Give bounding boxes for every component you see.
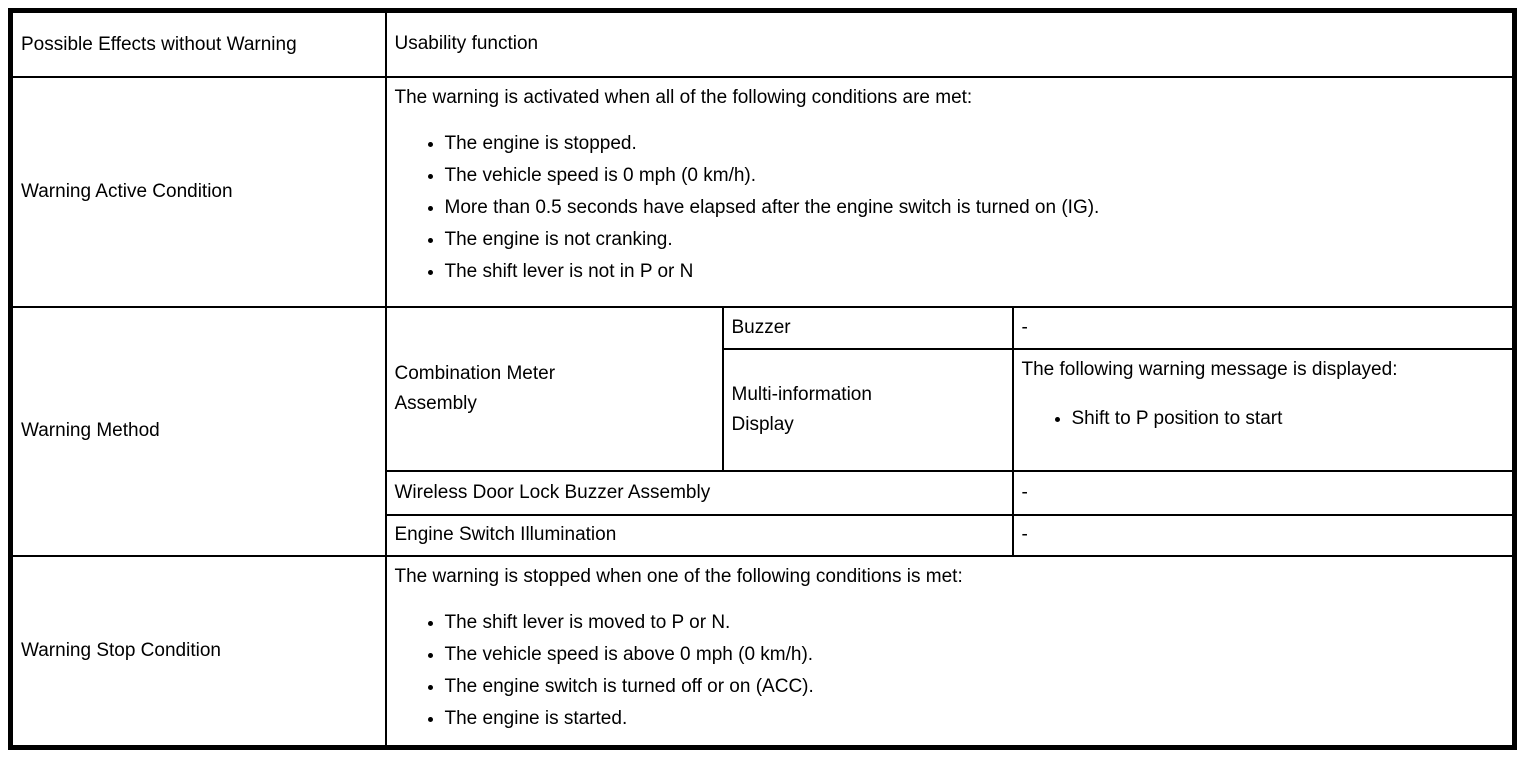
warning-method-label-cell: Warning Method [9,305,387,557]
wireless-label-cell: Wireless Door Lock Buzzer Assembly [384,469,1014,516]
warning-stop-bullet-list: The shift lever is moved to P or N. The … [395,607,1505,735]
buzzer-value: - [1021,316,1028,338]
possible-effects-value: Usability function [394,33,539,55]
warning-active-bullet-list: The engine is stopped. The vehicle speed… [395,128,1505,288]
bullet-item: The shift lever is moved to P or N. [445,607,1505,639]
possible-effects-label-cell: Possible Effects without Warning [9,9,387,78]
warning-active-intro: The warning is activated when all of the… [394,86,973,108]
warning-stop-intro: The warning is stopped when one of the f… [394,565,963,587]
wireless-label: Wireless Door Lock Buzzer Assembly [394,481,711,503]
combination-meter-label: Combination Meter Assembly [394,362,556,414]
buzzer-value-cell: - [1011,305,1516,350]
mid-label-cell: Multi-information Display [721,347,1014,472]
bullet-item: The engine is stopped. [445,128,1505,160]
engine-switch-value: - [1021,524,1028,545]
bullet-item: More than 0.5 seconds have elapsed after… [445,192,1505,224]
row-warning-method-buzzer: Warning Method Combination Meter Assembl… [9,305,1516,557]
possible-effects-label: Possible Effects without Warning [21,33,297,55]
row-possible-effects: Possible Effects without Warning Usabili… [9,9,1516,78]
engine-switch-value-cell: - [1011,513,1516,557]
bullet-item: The engine switch is turned off or on (A… [445,671,1505,703]
row-warning-active-condition: Warning Active Condition The warning is … [9,75,1516,308]
bullet-item: The shift lever is not in P or N [445,256,1505,288]
row-warning-method-engine-switch: Engine Switch Illumination - [11,513,1516,557]
mid-bullet-list: Shift to P position to start [1022,403,1505,435]
warning-stop-label: Warning Stop Condition [21,639,221,661]
warning-active-label: Warning Active Condition [21,180,233,202]
wireless-value: - [1021,481,1028,503]
mid-label: Multi-information Display [731,383,872,435]
warning-active-content-cell: The warning is activated when all of the… [384,75,1516,308]
warning-method-label: Warning Method [21,420,160,441]
mid-intro: The following warning message is display… [1021,358,1398,380]
bullet-item: Shift to P position to start [1072,403,1505,435]
warning-stop-label-cell: Warning Stop Condition [9,554,387,749]
mid-content-cell: The following warning message is display… [1011,347,1516,472]
bullet-item: The vehicle speed is 0 mph (0 km/h). [445,160,1505,192]
bullet-item: The engine is not cranking. [445,224,1505,256]
warning-spec-table: Possible Effects without Warning Usabili… [8,8,1517,750]
buzzer-label: Buzzer [731,316,791,338]
warning-stop-content-cell: The warning is stopped when one of the f… [384,554,1516,749]
wireless-value-cell: - [1011,469,1516,516]
bullet-item: The vehicle speed is above 0 mph (0 km/h… [445,639,1505,671]
buzzer-label-cell: Buzzer [721,305,1014,350]
row-warning-stop-condition: Warning Stop Condition The warning is st… [9,554,1516,749]
warning-active-label-cell: Warning Active Condition [9,75,387,308]
row-warning-method-wireless: Wireless Door Lock Buzzer Assembly - [11,469,1516,516]
engine-switch-label: Engine Switch Illumination [394,524,617,545]
row-warning-method-mid: Multi-information Display The following … [11,347,1516,472]
possible-effects-value-cell: Usability function [384,9,1516,78]
combination-meter-cell: Combination Meter Assembly [384,305,724,472]
engine-switch-label-cell: Engine Switch Illumination [384,513,1014,557]
bullet-item: The engine is started. [445,703,1505,735]
